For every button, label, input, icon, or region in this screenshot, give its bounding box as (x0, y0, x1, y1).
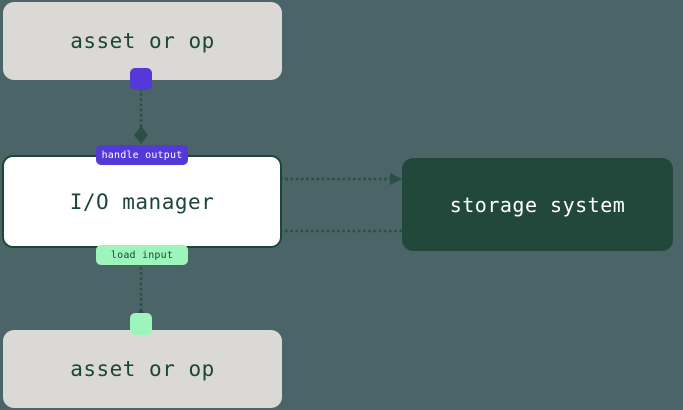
node-storage-system[interactable]: storage system (402, 158, 673, 251)
edge-label-load-input[interactable]: load input (96, 245, 188, 265)
node-label: I/O manager (69, 189, 215, 214)
input-handle-icon[interactable] (130, 313, 152, 335)
arrowhead-to-storage (390, 173, 402, 185)
arrowhead-handle-output (134, 126, 148, 144)
edge-label-text: load input (110, 249, 174, 261)
node-label: storage system (449, 192, 626, 217)
edge-label-handle-output[interactable]: handle output (96, 145, 188, 165)
output-handle-icon[interactable] (130, 68, 152, 90)
node-asset-or-op-bottom[interactable]: asset or op (3, 330, 282, 408)
node-label: asset or op (70, 357, 215, 381)
node-asset-or-op-top[interactable]: asset or op (3, 2, 282, 80)
node-label: asset or op (70, 29, 215, 53)
node-io-manager[interactable]: I/O manager (2, 155, 282, 248)
edge-label-text: handle output (101, 149, 183, 161)
